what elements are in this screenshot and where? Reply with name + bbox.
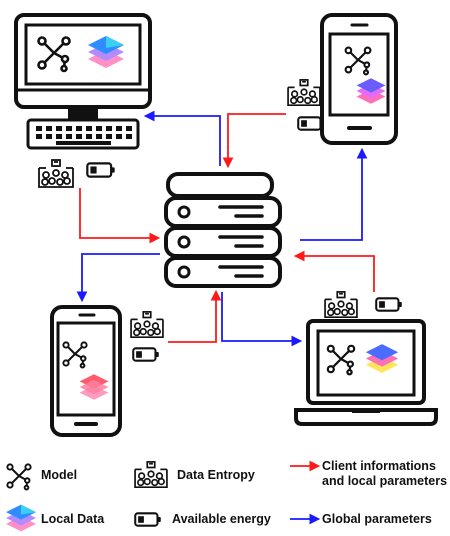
legend-local-data-label: Local Data xyxy=(41,512,105,526)
global-arrow-server-to-phone-left xyxy=(76,253,160,303)
local-data-layers-icon xyxy=(6,504,36,532)
client-arrow-desktop-to-server xyxy=(79,188,161,244)
client-arrow-laptop-to-server xyxy=(293,250,375,292)
data-entropy-icon xyxy=(134,461,168,489)
smartphone-icon xyxy=(50,305,122,437)
global-arrow-server-to-desktop xyxy=(143,110,221,166)
client-arrow-smartphone-to-server xyxy=(222,113,286,169)
server-icon xyxy=(164,172,282,288)
legend-data-entropy-label: Data Entropy xyxy=(177,468,255,482)
legend-model-label: Model xyxy=(41,468,78,482)
legend-global-label: Global parameters xyxy=(322,512,432,526)
battery-icon xyxy=(134,512,162,527)
battery-icon xyxy=(375,297,403,312)
data-entropy-icon xyxy=(130,311,164,339)
legend-client-label-line2: and local parameters xyxy=(322,474,448,488)
battery-icon xyxy=(86,162,116,178)
smartphone-icon xyxy=(320,13,398,145)
desktop-computer-icon xyxy=(14,13,152,150)
laptop-icon xyxy=(294,319,438,426)
client-arrow-phone-to-server xyxy=(168,289,222,343)
model-graph-icon xyxy=(6,463,32,491)
data-entropy-icon xyxy=(287,79,321,107)
battery-icon xyxy=(132,347,160,362)
global-arrow-server-to-smartphone xyxy=(300,147,368,241)
legend-client-label-line1: Client informations xyxy=(322,459,436,473)
data-entropy-icon xyxy=(38,159,74,188)
battery-icon xyxy=(297,116,325,131)
legend-available-energy-label: Available energy xyxy=(172,512,271,526)
data-entropy-icon xyxy=(324,291,358,319)
global-arrow-server-to-laptop xyxy=(221,292,303,347)
